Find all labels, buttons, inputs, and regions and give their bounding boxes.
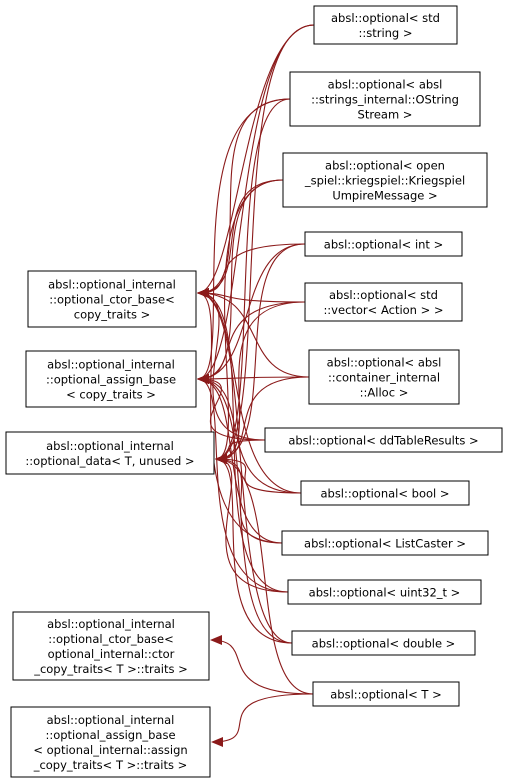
class-node-n_int[interactable]: absl::optional< int > <box>304 231 463 257</box>
class-name-line: _spiel::kriegspiel::Kriegspiel <box>304 174 465 188</box>
inheritance-arrow <box>197 374 293 644</box>
inheritance-arrow <box>197 373 310 384</box>
class-name-line: absl::optional< int > <box>324 238 443 252</box>
class-node-box <box>282 152 488 208</box>
class-name-line: ::optional_assign_base <box>46 373 176 387</box>
inheritance-arrow <box>197 374 283 544</box>
class-node-box <box>10 706 211 778</box>
class-node-n_double[interactable]: absl::optional< double > <box>291 630 476 656</box>
inheritance-arrow <box>197 98 291 298</box>
class-node-n_string[interactable]: absl::optional< std::string > <box>313 5 458 45</box>
class-node-box <box>27 270 197 328</box>
class-name-line: absl::optional< absl <box>328 78 443 92</box>
class-name-line: absl::optional_internal <box>47 617 175 631</box>
class-name-line: absl::optional_internal <box>47 358 175 372</box>
class-node-box <box>289 71 481 127</box>
class-name-line: absl::optional< double > <box>312 637 456 651</box>
class-name-line: ::vector< Action > > <box>323 303 443 317</box>
inheritance-arrow <box>211 693 314 747</box>
class-node-b_assign_T[interactable]: absl::optional_internal::optional_assign… <box>10 706 211 778</box>
class-node-box <box>281 530 489 556</box>
class-node-b_ctor[interactable]: absl::optional_internal::optional_ctor_b… <box>27 270 197 328</box>
class-name-line: < optional_internal::assign <box>33 743 187 757</box>
class-name-line: absl::optional< bool > <box>320 487 449 501</box>
inheritance-arrow <box>215 98 291 464</box>
class-name-line: absl::optional< std <box>329 288 438 302</box>
class-name-line: Stream > <box>358 108 413 122</box>
class-node-box <box>291 630 476 656</box>
inheritance-arrow <box>215 179 284 464</box>
class-name-line: optional_internal::ctor <box>48 647 175 661</box>
inheritance-arrow <box>197 288 289 593</box>
class-name-line: _copy_traits< T >::traits > <box>33 758 188 772</box>
class-node-b_data[interactable]: absl::optional_internal::optional_data< … <box>5 431 215 475</box>
inheritance-arrow <box>215 454 302 494</box>
inheritance-arrow <box>197 179 284 298</box>
class-node-box <box>25 350 197 408</box>
inheritance-arrow <box>210 635 314 695</box>
class-node-box <box>264 427 503 453</box>
class-node-n_vector[interactable]: absl::optional< std::vector< Action > > <box>304 282 463 322</box>
inheritance-arrow <box>197 98 291 384</box>
inheritance-arrow <box>215 454 283 544</box>
class-name-line: ::optional_ctor_base< <box>49 293 175 307</box>
inheritance-arrow <box>197 288 302 494</box>
class-name-line: ::optional_assign_base <box>45 728 175 742</box>
class-node-b_ctor_T[interactable]: absl::optional_internal::optional_ctor_b… <box>12 611 210 681</box>
inheritance-arrow <box>215 301 306 464</box>
class-name-line: ::optional_ctor_base< <box>48 632 174 646</box>
class-name-line: copy_traits > <box>74 308 151 322</box>
inheritance-arrow <box>197 374 266 441</box>
class-name-line: UmpireMessage > <box>332 189 437 203</box>
class-node-box <box>304 231 463 257</box>
class-node-n_bool[interactable]: absl::optional< bool > <box>300 480 470 506</box>
inheritance-arrow <box>197 288 283 544</box>
inheritance-arrow <box>197 179 284 384</box>
inheritance-arrow <box>197 288 310 378</box>
class-name-line: absl::optional_internal <box>48 278 176 292</box>
class-name-line: ::container_internal <box>328 371 440 385</box>
class-node-n_T[interactable]: absl::optional< T > <box>312 681 460 707</box>
class-name-line: absl::optional< uint32_t > <box>309 586 461 600</box>
class-name-line: ::optional_data< T, unused > <box>25 454 194 468</box>
class-node-box <box>304 282 463 322</box>
class-name-line: absl::optional< ddTableResults > <box>288 434 478 448</box>
class-node-n_listcaster[interactable]: absl::optional< ListCaster > <box>281 530 489 556</box>
class-node-n_kriegspiel[interactable]: absl::optional< open_spiel::kriegspiel::… <box>282 152 488 208</box>
inheritance-arrow <box>197 301 306 384</box>
inheritance-arrow <box>197 374 289 593</box>
class-node-box <box>12 611 210 681</box>
class-name-line: < copy_traits > <box>66 388 156 402</box>
class-name-line: absl::optional_internal <box>46 439 174 453</box>
class-node-n_ddtable[interactable]: absl::optional< ddTableResults > <box>264 427 503 453</box>
class-name-line: absl::optional< absl <box>327 356 442 370</box>
class-node-box <box>287 579 482 605</box>
inheritance-arrow <box>215 454 293 644</box>
class-name-line: _copy_traits< T >::traits > <box>33 662 188 676</box>
class-name-line: absl::optional_internal <box>47 713 175 727</box>
inheritance-arrow <box>197 374 302 494</box>
class-node-box <box>5 431 215 475</box>
class-name-line: absl::optional< T > <box>330 688 442 702</box>
class-name-line: absl::optional< std <box>331 11 440 25</box>
class-node-box <box>313 5 458 45</box>
inheritance-arrow <box>197 243 306 298</box>
class-node-box <box>300 480 470 506</box>
class-node-box <box>308 349 460 405</box>
class-name-line: ::Alloc > <box>360 386 409 400</box>
class-node-b_assign[interactable]: absl::optional_internal::optional_assign… <box>25 350 197 408</box>
class-name-line: ::string > <box>358 26 412 40</box>
class-name-line: ::strings_internal::OString <box>311 93 459 107</box>
inheritance-arrow <box>215 454 289 593</box>
class-node-box <box>312 681 460 707</box>
inheritance-arrow <box>197 288 293 644</box>
class-name-line: absl::optional< ListCaster > <box>304 537 466 551</box>
class-name-line: absl::optional< open <box>325 159 445 173</box>
inheritance-arrow <box>215 454 314 695</box>
class-node-n_uint32[interactable]: absl::optional< uint32_t > <box>287 579 482 605</box>
class-node-n_ostring[interactable]: absl::optional< absl::strings_internal::… <box>289 71 481 127</box>
inheritance-arrow <box>215 24 315 464</box>
class-node-n_alloc[interactable]: absl::optional< absl::container_internal… <box>308 349 460 405</box>
